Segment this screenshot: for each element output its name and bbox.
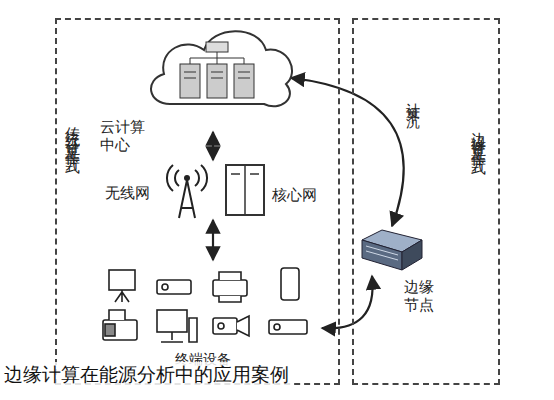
icon-part [109, 310, 125, 320]
icon-part [213, 318, 237, 334]
wireless-network: 无线网 [105, 162, 216, 218]
icon-part [161, 318, 197, 342]
cloud-mode-region: 传统云计算工作方式云计算中心无线网 核心网终端设备 [55, 18, 340, 385]
core-icon [225, 164, 267, 218]
core-network: 核心网 [222, 162, 322, 218]
caption: 边缘计算在能源分析中的应用案例 [0, 362, 293, 386]
icon-part [281, 268, 299, 300]
icon-part [109, 270, 135, 290]
node-label: 边缘节点 [404, 278, 438, 314]
icon-part [105, 324, 115, 336]
icon-part [207, 64, 227, 98]
icon-part [184, 72, 250, 78]
icon-part [184, 175, 190, 181]
icon-part [115, 290, 129, 302]
icon-part [366, 246, 398, 260]
icon-part [206, 42, 228, 52]
icon-part [226, 165, 264, 215]
icon-part [362, 240, 402, 270]
bidirectional-arrow [212, 132, 214, 160]
icon-part [213, 280, 247, 296]
antenna-icon [165, 162, 209, 218]
icon-part [180, 64, 200, 98]
node-label: 核心网 [272, 186, 317, 204]
node-label: 传统云计算工作方式 [64, 115, 82, 151]
node-label: 无线网 [105, 184, 150, 202]
node-label: 云计算中心 [100, 118, 150, 154]
icon-part [190, 52, 244, 64]
icon-part [219, 272, 241, 302]
icon-part [157, 280, 191, 294]
icon-part [231, 165, 259, 215]
server-icon [362, 222, 424, 272]
icon-part [218, 323, 224, 329]
terminal-devices: 终端设备 [95, 262, 320, 377]
icon-part [274, 324, 280, 330]
icon-part [402, 240, 422, 270]
icon-part [179, 180, 195, 218]
bidirectional-arrow [322, 276, 373, 328]
edge-label: 计算下沉 [404, 92, 422, 132]
bidirectional-arrow [212, 220, 214, 260]
node-label: 边缘计算工作方式 [470, 120, 488, 152]
icon-part [157, 310, 187, 332]
devices-icon [95, 262, 320, 350]
icon-part [237, 316, 249, 336]
icon-part [151, 31, 292, 106]
icon-part [269, 320, 307, 334]
icon-part [103, 268, 307, 342]
icon-part [103, 320, 137, 340]
cloud-center: 云计算中心 [100, 22, 295, 130]
edge-node: 边缘节点 [362, 222, 442, 314]
icon-part [167, 165, 207, 191]
icon-part [234, 64, 254, 98]
cloud-icon [140, 22, 295, 114]
edge-mode-region: 边缘计算工作方式边缘节点 [352, 18, 500, 385]
icon-part [162, 284, 168, 290]
